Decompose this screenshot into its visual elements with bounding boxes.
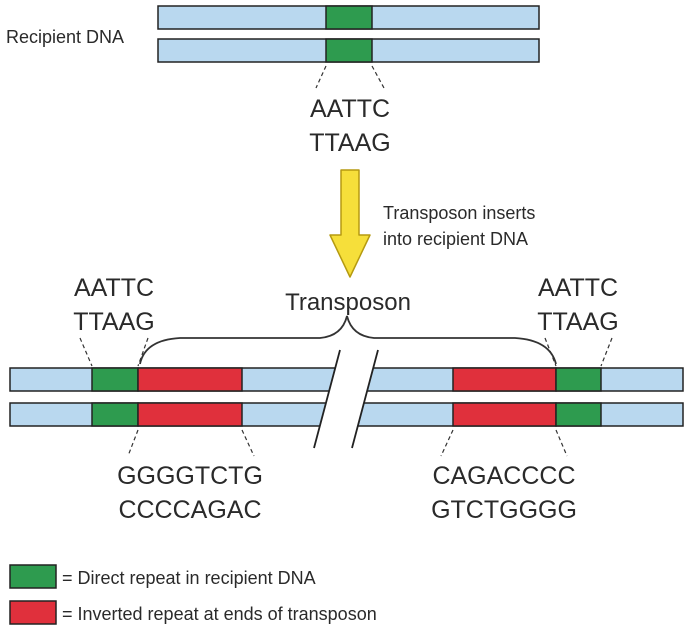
inverted-repeat-right-bottom [452, 402, 557, 427]
arrow-caption-1: Transposon inserts [383, 203, 535, 223]
inverted-repeat-left-top [137, 367, 243, 392]
direct-repeat-right-bottom [555, 402, 602, 427]
insertion-arrow [329, 169, 371, 278]
zoom-line [315, 65, 327, 89]
zoom-line [137, 337, 149, 367]
left-inverted-seq-1: GGGGTCTG [117, 462, 263, 490]
right-site-seq-1: AATTC [538, 274, 618, 302]
transposon-label: Transposon [285, 289, 411, 316]
legend: = Direct repeat in recipient DNA = Inver… [9, 564, 377, 625]
top-site-seq-2: TTAAG [309, 129, 390, 157]
break-line [351, 349, 379, 449]
legend-label-direct-repeat: = Direct repeat in recipient DNA [62, 568, 316, 588]
right-inverted-seq-1: CAGACCCC [432, 462, 575, 490]
arrow-caption-2: into recipient DNA [383, 229, 528, 249]
left-inverted-seq-2: CCCCAGAC [118, 496, 261, 524]
recombinant-dna [9, 349, 684, 449]
zoom-line [555, 429, 568, 457]
transposon-brace [139, 315, 557, 365]
zoom-line [371, 65, 385, 89]
left-site-seq-1: AATTC [74, 274, 154, 302]
inverted-repeat-right-top [452, 367, 557, 392]
zoom-line [127, 429, 139, 457]
left-site-seq-2: TTAAG [73, 308, 154, 336]
legend-label-inverted-repeat: = Inverted repeat at ends of transposon [62, 604, 377, 624]
legend-swatch-direct-repeat [9, 564, 57, 589]
right-site-seq-2: TTAAG [537, 308, 618, 336]
zoom-line [440, 429, 454, 457]
break-line [313, 349, 341, 449]
recipient-target-site-top [325, 5, 373, 30]
top-site-seq-1: AATTC [310, 95, 390, 123]
direct-repeat-left-top [91, 367, 139, 392]
zoom-line [544, 337, 557, 367]
zoom-line [79, 337, 93, 367]
legend-swatch-inverted-repeat [9, 600, 57, 625]
recipient-target-site-bottom [325, 38, 373, 63]
inverted-repeat-left-bottom [137, 402, 243, 427]
recipient-dna [157, 5, 540, 63]
direct-repeat-left-bottom [91, 402, 139, 427]
zoom-line [241, 429, 255, 457]
right-inverted-seq-2: GTCTGGGG [431, 496, 577, 524]
zoom-line [600, 337, 613, 367]
direct-repeat-right-top [555, 367, 602, 392]
sequence-break-mark [314, 350, 378, 448]
recipient-dna-label: Recipient DNA [6, 27, 124, 47]
